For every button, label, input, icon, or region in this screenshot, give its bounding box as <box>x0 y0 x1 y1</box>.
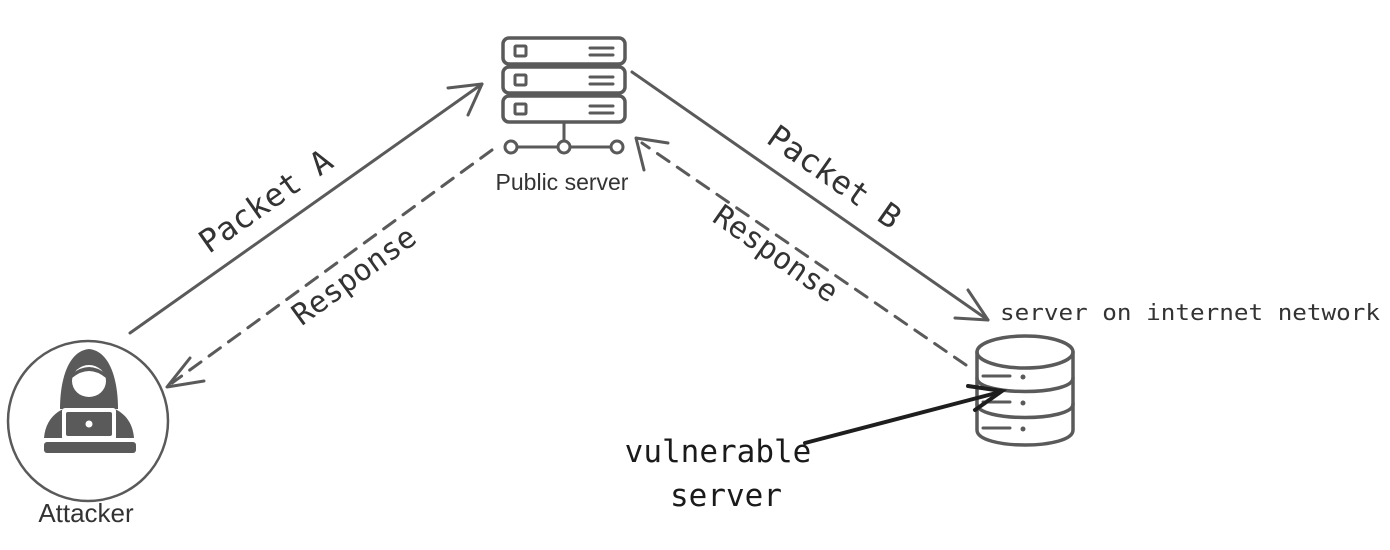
edge-packet-a <box>128 82 484 335</box>
hooded-hacker-laptop-icon <box>44 349 136 453</box>
vulnerable-pointer-arrow <box>803 384 1008 445</box>
edge-response-to-public <box>634 136 968 367</box>
response-to-public-label: Response <box>706 198 844 310</box>
annotation-line2: server <box>670 478 782 514</box>
edge-response-to-attacker <box>165 148 494 389</box>
public-server-label: Public server <box>496 169 629 195</box>
server-rack-icon <box>501 36 627 155</box>
internal-server-label: server on internet network <box>1000 301 1380 326</box>
database-icon <box>975 334 1075 447</box>
attacker-label: Attacker <box>38 498 134 528</box>
response-to-attacker-label: Response <box>286 220 423 333</box>
annotation-line1: vulnerable <box>625 434 812 470</box>
attacker-node <box>6 339 170 503</box>
edge-packet-b <box>630 70 990 322</box>
